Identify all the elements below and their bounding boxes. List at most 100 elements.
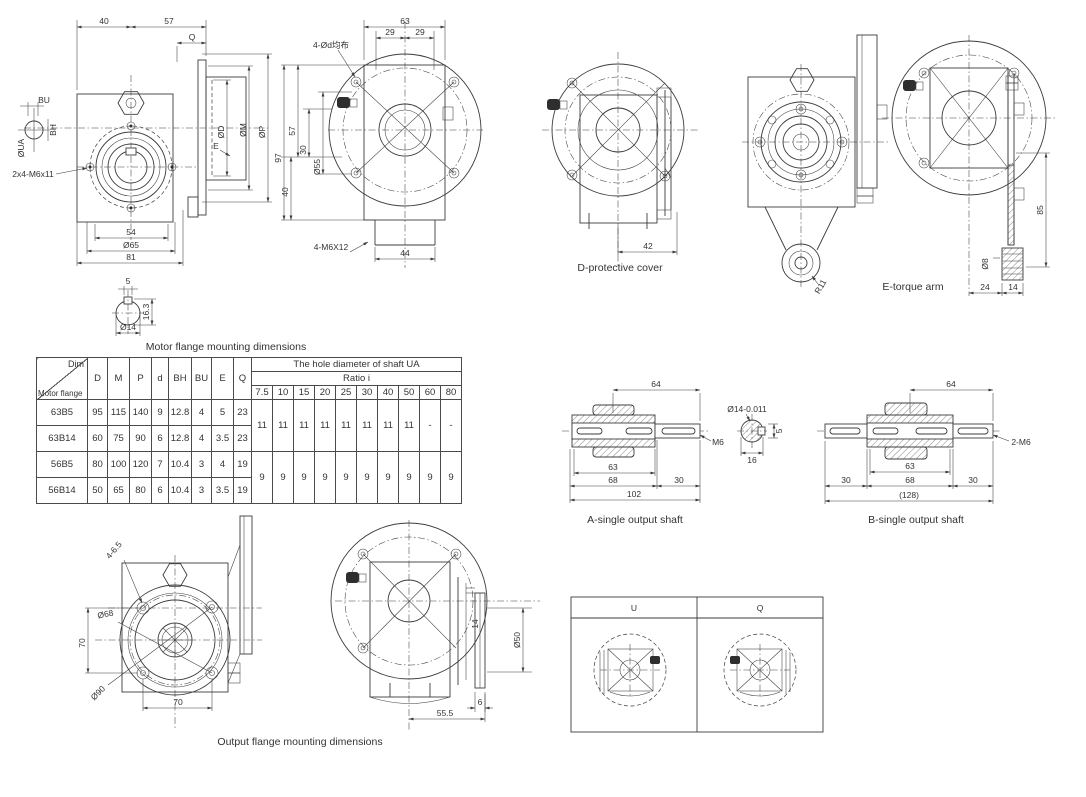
dim-phi-d: ØD: [216, 126, 226, 139]
col-header: P: [129, 357, 152, 400]
flange-name: 63B14: [36, 425, 88, 452]
cell: 23: [233, 425, 252, 452]
hole-cell: 9: [293, 451, 315, 504]
sb-dim-68: 68: [905, 475, 915, 485]
hole-cell: 11: [293, 399, 315, 452]
of-dim-90: Ø90: [89, 683, 108, 702]
dim-65: Ø65: [123, 240, 139, 250]
ea-caption: E-torque arm: [882, 281, 944, 293]
cell: 10.4: [168, 477, 192, 504]
ea-dim-24: 24: [980, 282, 990, 292]
ratio-col: 7.5: [251, 385, 273, 400]
cell: 115: [107, 399, 130, 426]
mf-dim-97: 97: [273, 153, 283, 163]
view-gearbox-front-side: BU BH ØUA 2x4-M6x11 40 57 Q 54 Ø65 81 ØD…: [12, 16, 272, 266]
view-output-side: 14 Ø50 6 55.5: [330, 520, 540, 730]
ea-dim-8: Ø8: [980, 258, 990, 270]
hole-cell: 11: [356, 399, 378, 452]
view-e-torque-arm: R11 Ø8 85 24 14 E-torque arm: [742, 34, 1056, 296]
cell: 60: [87, 425, 108, 452]
uq-orientation-table: U Q: [570, 596, 824, 733]
flange-name: 63B5: [36, 399, 88, 426]
col-header: M: [107, 357, 130, 400]
uq-mini-u: [593, 633, 667, 707]
ratio-col: 20: [314, 385, 336, 400]
dim-phi-m: ØM: [238, 123, 248, 137]
cell: 3: [191, 451, 212, 478]
uq-col-u: U: [631, 603, 637, 613]
dim-54: 54: [126, 227, 136, 237]
hole-cell: 11: [272, 399, 294, 452]
mf-dim-40: 40: [280, 187, 290, 197]
uq-col-q: Q: [757, 603, 764, 613]
sb-dim-63: 63: [905, 461, 915, 471]
table-row: 63B14 60 75 90 6 12.8 4 3.5 23: [36, 425, 462, 452]
cell: 23: [233, 399, 252, 426]
sb-dim-64: 64: [946, 379, 956, 389]
table-row: 63B5 95 115 140 9 12.8 4 5 23 11 11 11 1…: [36, 399, 463, 452]
mf-dim-44: 44: [400, 248, 410, 258]
corner-dim: Dim: [68, 359, 84, 369]
dim-e: E: [213, 141, 219, 151]
mf-dim-57: 57: [287, 126, 297, 136]
cell: 4: [191, 425, 212, 452]
ratio-col: 15: [293, 385, 315, 400]
hole-cell: 9: [335, 451, 357, 504]
mf-dim-29l: 29: [385, 27, 395, 37]
hole-cell: 9: [272, 451, 294, 504]
ratio-col: 25: [335, 385, 357, 400]
os-dim-50: Ø50: [512, 632, 522, 648]
flange-name: 56B14: [36, 477, 88, 504]
dim-phi-p: ØP: [257, 126, 267, 139]
cell: 80: [87, 451, 108, 478]
of-dim-70h: 70: [173, 697, 183, 707]
cell: 12.8: [168, 399, 192, 426]
col-header: D: [87, 357, 108, 400]
dim-bu: BU: [38, 95, 50, 105]
of-holes: 4-6.5: [104, 539, 124, 560]
sa-tol: Ø14-0.011: [727, 404, 767, 414]
of-dim-70v: 70: [77, 638, 87, 648]
cell: 5: [211, 399, 234, 426]
cell: 9: [151, 399, 169, 426]
cell: 3.5: [211, 425, 234, 452]
os-dim-14: 14: [470, 619, 480, 629]
sb-dim-30r: 30: [968, 475, 978, 485]
hole-cell: 11: [314, 399, 336, 452]
uq-mini-q: [723, 633, 797, 707]
sa-m6: M6: [712, 437, 724, 447]
dim-40: 40: [99, 16, 109, 26]
ratio-col: 40: [377, 385, 399, 400]
col-header: BH: [168, 357, 192, 400]
ea-dim-14: 14: [1008, 282, 1018, 292]
ratio-col: 50: [398, 385, 420, 400]
col-header: d: [151, 357, 169, 400]
hole-cell: 9: [356, 451, 378, 504]
ratio-col: 30: [356, 385, 378, 400]
view-motor-flange: 63 29 29 4-Ød均布 97 57 30 40 Ø55 4-M6X12 …: [273, 16, 483, 268]
cell: 50: [87, 477, 108, 504]
cell: 4: [191, 399, 212, 426]
ea-dim-85: 85: [1035, 205, 1045, 215]
sa-dim-68: 68: [608, 475, 618, 485]
view-shaft-b: 64 2-M6 63 30 68 30 (128) B-single outpu…: [817, 379, 1031, 526]
mf-dim-55: Ø55: [312, 159, 322, 175]
table-corner-cell: Dim Motor flange: [36, 357, 88, 400]
ratio-col: 60: [419, 385, 441, 400]
motor-flange-table-section: Motor flange mounting dimensions Dim Mot…: [36, 341, 466, 504]
hole-cell: 9: [419, 451, 441, 504]
view-d-protective-cover: 42 D-protective cover: [542, 52, 700, 274]
sa-dim-63: 63: [608, 462, 618, 472]
ratio-col: 80: [439, 385, 463, 400]
dim-q: Q: [189, 32, 196, 42]
mf-holes-label: 4-Ød均布: [313, 40, 349, 50]
col-header: E: [211, 357, 234, 400]
hole-cell: 11: [398, 399, 420, 452]
cell: 90: [129, 425, 152, 452]
cell: 19: [233, 451, 252, 478]
hole-cell: 9: [439, 451, 463, 504]
sa-dim-5: 5: [774, 428, 784, 433]
view-input-shaft-detail: 5 16.3 Ø14: [112, 276, 156, 336]
